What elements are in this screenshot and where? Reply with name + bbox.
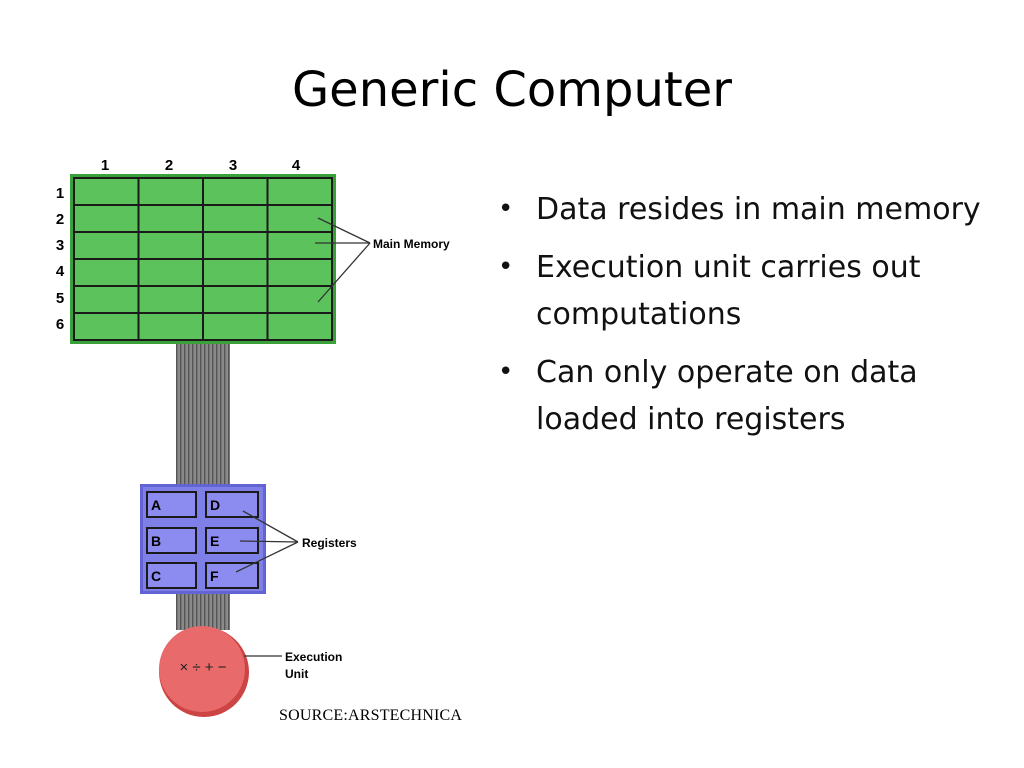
slide-title: Generic Computer <box>291 62 732 118</box>
execution-unit-label: Unit <box>285 667 308 681</box>
main-memory-pointer <box>315 217 371 303</box>
row-header: 6 <box>56 316 64 333</box>
register-e <box>205 527 259 554</box>
execution-symbols: × ÷ + − <box>179 659 226 676</box>
execution-bus <box>176 590 230 630</box>
bullet-dot-icon: • <box>498 252 514 282</box>
execution-unit-label: Execution <box>285 650 342 664</box>
execution-unit: × ÷ + − <box>159 626 249 717</box>
computer-diagram: 1 2 3 4 1 2 3 4 5 6 Main Memory A D <box>56 157 450 717</box>
bullet-item: • Execution unit carries out computations <box>494 244 994 338</box>
bullet-dot-icon: • <box>498 357 514 387</box>
row-header: 1 <box>56 185 64 202</box>
register-label: A <box>151 497 161 513</box>
register-d <box>205 491 259 518</box>
source-caption: SOURCE:ARSTECHNICA <box>279 707 463 724</box>
row-header: 5 <box>56 290 64 307</box>
bullet-list: • Data resides in main memory • Execution … <box>494 186 994 454</box>
register-label: E <box>210 533 219 549</box>
register-label: F <box>210 568 219 584</box>
main-memory-grid <box>70 174 336 344</box>
bullet-item: • Data resides in main memory <box>494 186 994 233</box>
bullet-dot-icon: • <box>498 194 514 224</box>
column-header: 4 <box>292 157 301 174</box>
register-f <box>205 562 259 589</box>
main-memory-label: Main Memory <box>373 237 450 251</box>
memory-row-headers: 1 2 3 4 5 6 <box>56 185 65 333</box>
memory-bus <box>176 340 230 492</box>
column-header: 2 <box>165 157 173 174</box>
register-c <box>146 562 197 589</box>
registers-block: A D B E C F <box>140 484 266 594</box>
row-header: 3 <box>56 237 64 254</box>
register-label: B <box>151 533 161 549</box>
register-b <box>146 527 197 554</box>
column-header: 1 <box>101 157 109 174</box>
bullet-text: Can only operate on data loaded into reg… <box>536 355 918 437</box>
memory-column-headers: 1 2 3 4 <box>101 157 301 174</box>
registers-label: Registers <box>302 536 357 550</box>
row-header: 2 <box>56 211 64 228</box>
register-label: D <box>210 497 220 513</box>
register-label: C <box>151 568 161 584</box>
column-header: 3 <box>229 157 237 174</box>
bullet-item: • Can only operate on data loaded into re… <box>494 349 994 443</box>
row-header: 4 <box>56 263 65 280</box>
registers-pointer <box>235 510 299 573</box>
bullet-text: Data resides in main memory <box>536 192 981 227</box>
bullet-text: Execution unit carries out computations <box>536 250 921 332</box>
register-a <box>146 491 197 518</box>
